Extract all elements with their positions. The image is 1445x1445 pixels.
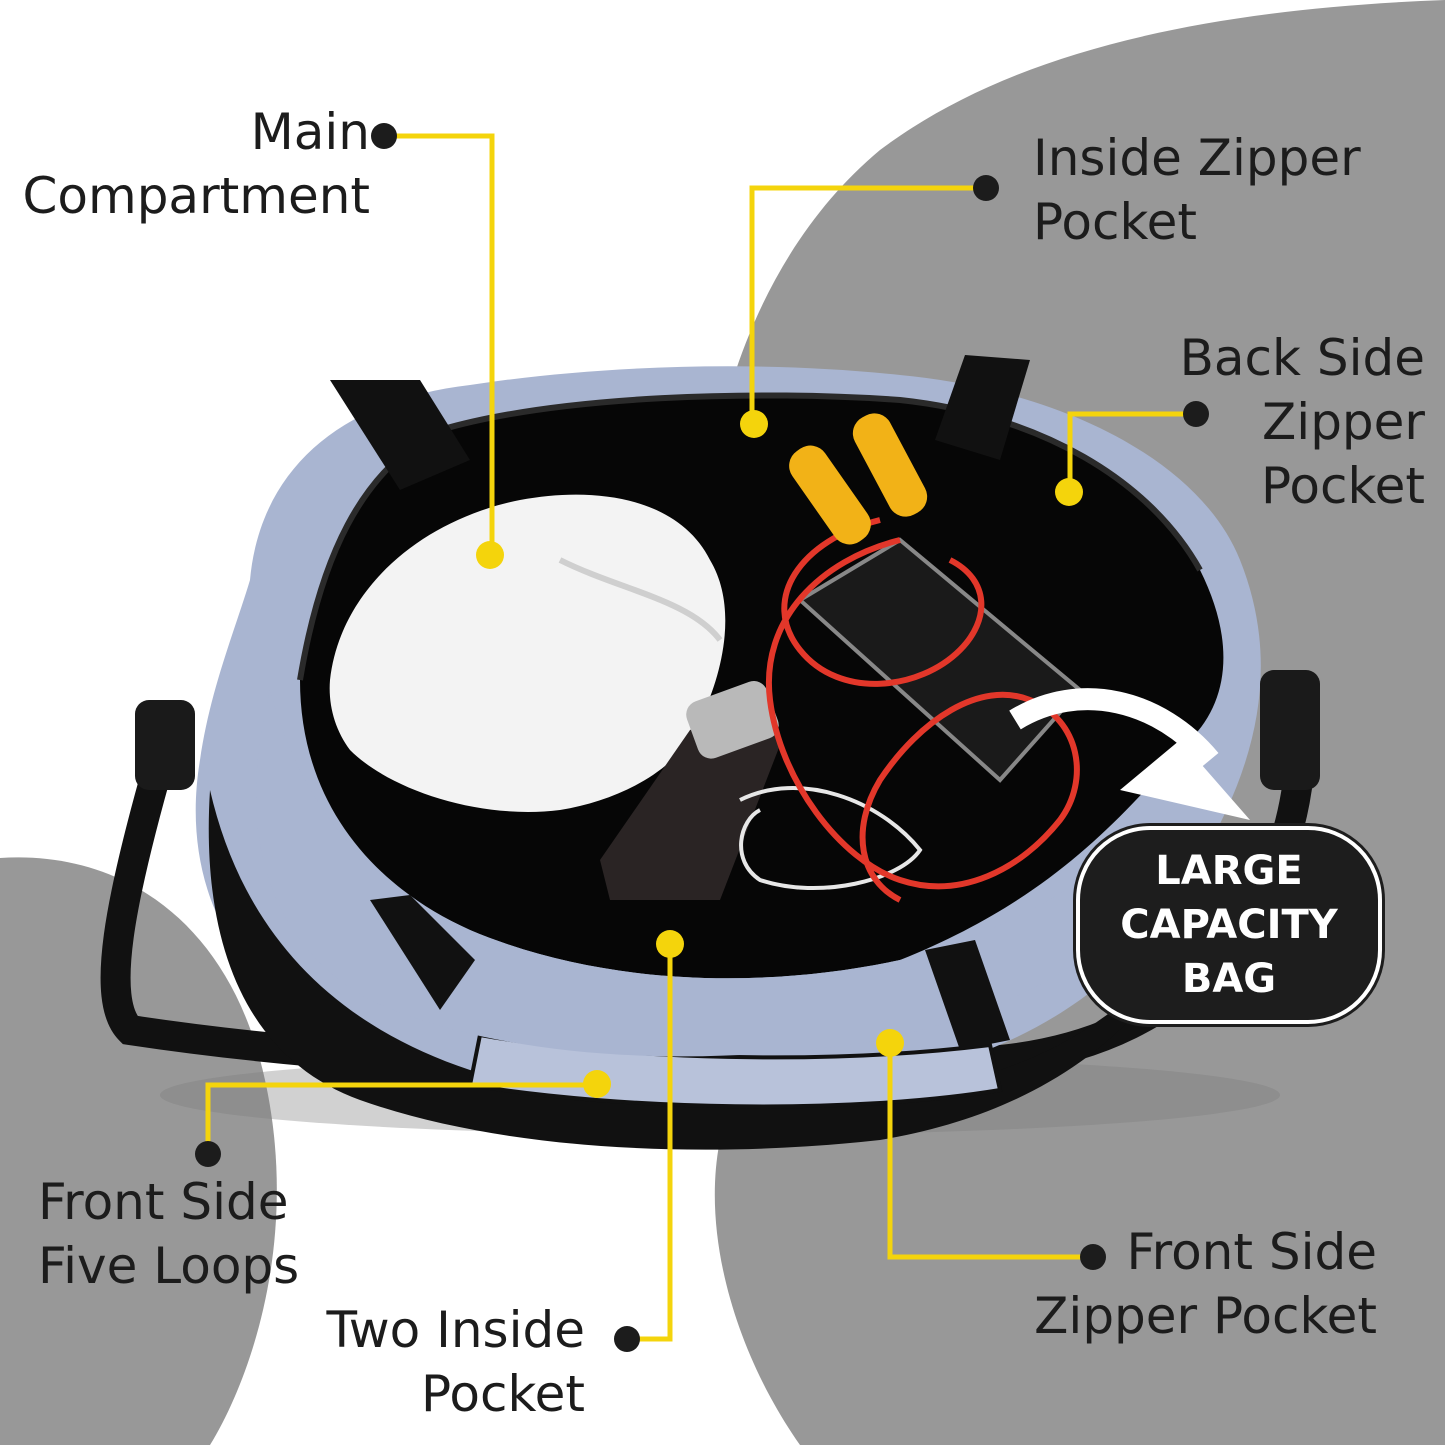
rope-handle-1 (789, 445, 871, 545)
handle-back-left (330, 380, 470, 490)
dot-main-compartment (371, 123, 397, 149)
anchor-inside-zipper (740, 410, 768, 438)
label-inside-zipper-pocket: Inside Zipper Pocket (1033, 129, 1361, 251)
bottle-cap (686, 681, 779, 759)
large-capacity-badge: LARGE CAPACITY BAG (1076, 826, 1382, 1024)
label-front-side-zipper-pocket: Front Side Zipper Pocket (1034, 1223, 1377, 1345)
clip-left (135, 700, 195, 790)
clip-right (1260, 670, 1320, 790)
handle-front-left (370, 895, 475, 1010)
callout-lines (205, 133, 1196, 1342)
anchor-main-compartment (476, 541, 504, 569)
rope-handle-2 (852, 413, 928, 517)
handle-back-right (935, 355, 1030, 460)
label-front-side-five-loops: Front Side Five Loops (38, 1173, 300, 1295)
handle-front-right (925, 940, 1010, 1050)
callout-dots (195, 123, 1209, 1352)
line-back-side (1067, 411, 1196, 492)
anchor-front-zipper (876, 1029, 904, 1057)
label-main-compartment: Main Compartment (22, 103, 370, 225)
dot-two-inside (614, 1326, 640, 1352)
line-main-compartment (384, 133, 495, 555)
line-front-zipper (887, 1043, 1093, 1260)
anchor-two-inside (656, 930, 684, 958)
anchor-back-side (1055, 478, 1083, 506)
line-inside-zipper (749, 185, 985, 424)
arrow-head (1120, 740, 1250, 820)
anchor-front-loops (583, 1070, 611, 1098)
hoodie-fold (558, 557, 723, 642)
dot-front-loops (195, 1141, 221, 1167)
dot-inside-zipper (973, 175, 999, 201)
callout-anchors (476, 410, 1083, 1098)
dot-front-zipper (1080, 1244, 1106, 1270)
arrow-shaft (1009, 688, 1219, 768)
line-two-inside (627, 944, 673, 1342)
label-back-side-zipper-pocket: Back Side Zipper Pocket (1179, 329, 1425, 515)
jump-rope (765, 517, 1080, 903)
hoodie (329, 494, 726, 812)
label-two-inside-pocket: Two Inside Pocket (326, 1301, 585, 1423)
zipper-rim (297, 392, 1203, 681)
dot-back-side (1183, 401, 1209, 427)
line-front-loops (205, 1082, 597, 1154)
gray-arc-left (0, 857, 277, 1445)
